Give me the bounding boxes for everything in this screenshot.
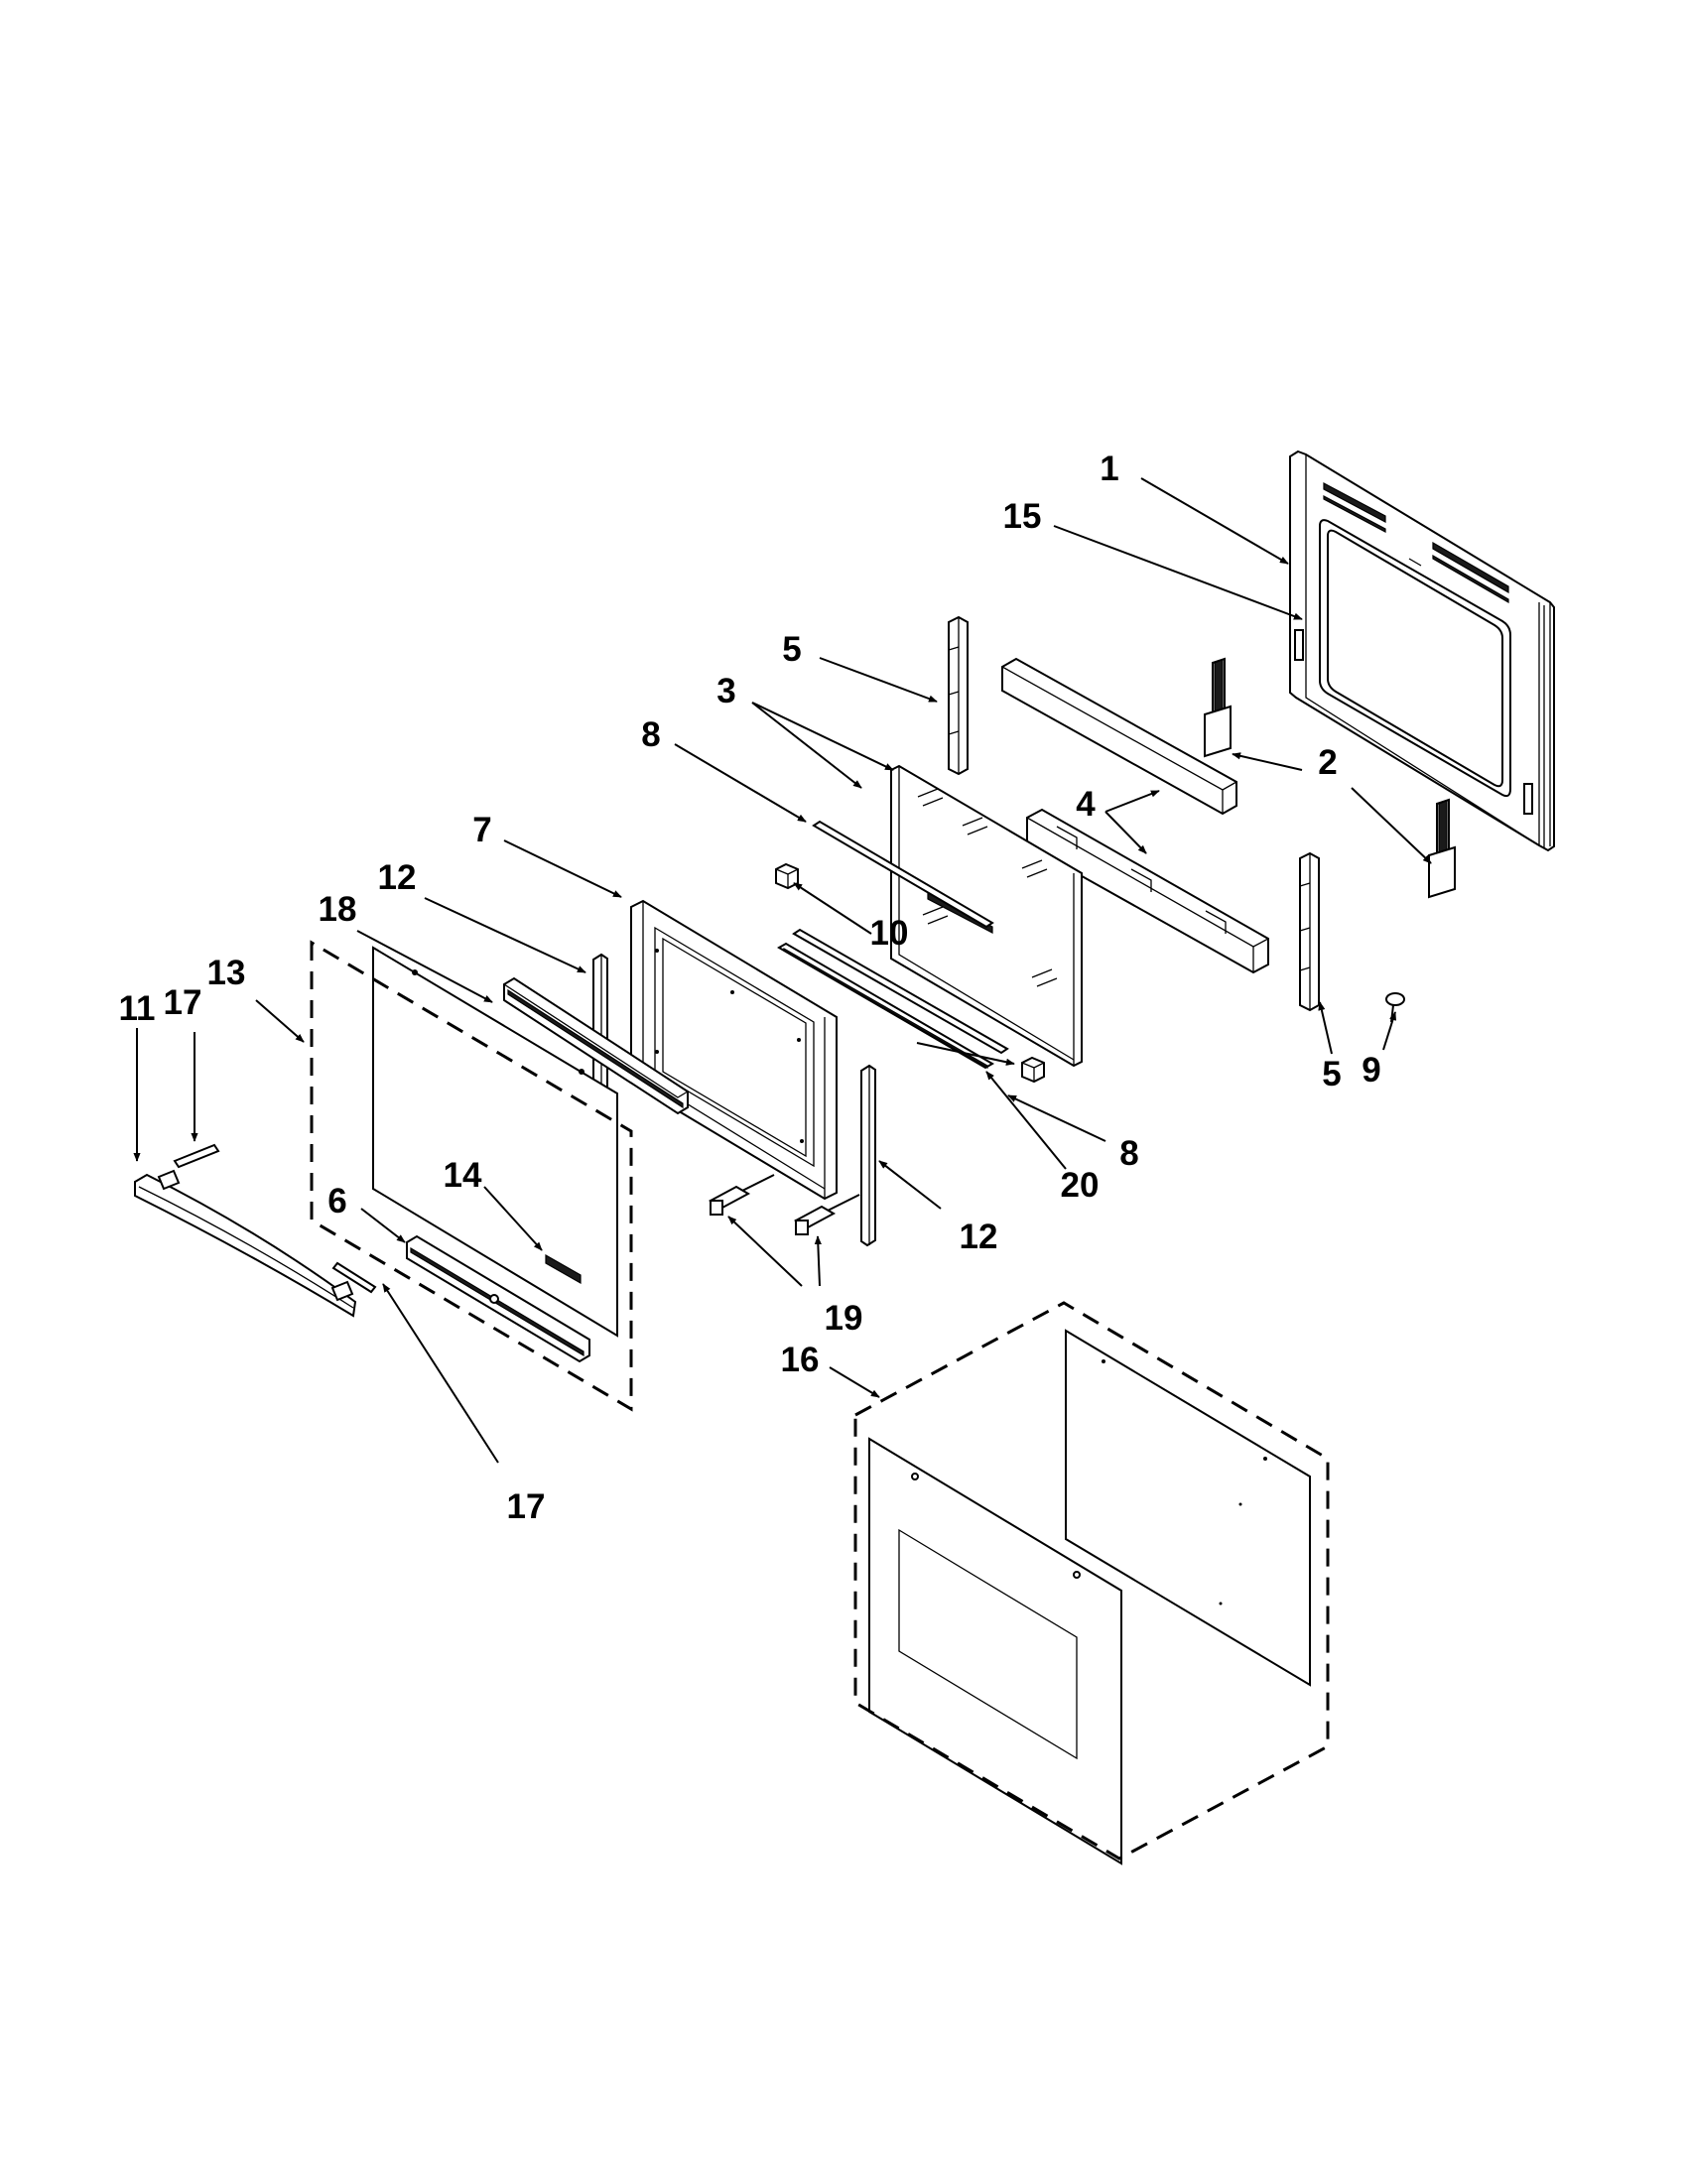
callout-17-bottom: 17	[507, 1487, 546, 1526]
part-6-bottom-trim	[406, 1234, 590, 1363]
callout-7: 7	[472, 811, 491, 849]
callout-labels: 1 15 5 3 8 2 4 7 12 18 13 17 11 10 9 5 8…	[119, 450, 1381, 1526]
callout-11: 11	[119, 989, 156, 1028]
part-10-spacer-blocks	[775, 862, 1045, 1084]
callout-19: 19	[825, 1299, 863, 1338]
callout-17-top: 17	[164, 983, 202, 1022]
callout-12-top: 12	[378, 858, 417, 897]
callout-9: 9	[1362, 1051, 1380, 1090]
callout-8-top: 8	[641, 715, 660, 754]
part-2-hinges	[1204, 657, 1456, 899]
callout-12-bottom: 12	[960, 1218, 998, 1256]
part-18-top-trim	[503, 976, 689, 1115]
callout-13: 13	[207, 954, 246, 992]
callout-5-top: 5	[782, 630, 801, 669]
callout-18: 18	[319, 890, 357, 929]
callout-16: 16	[781, 1341, 820, 1379]
part-11-handle	[134, 1169, 357, 1318]
callout-6: 6	[327, 1182, 346, 1220]
callout-4: 4	[1076, 785, 1096, 824]
part-16-outer-door-glass	[868, 1329, 1311, 1865]
leader-lines	[133, 477, 1432, 1464]
part-7-door-frame	[630, 899, 838, 1201]
part-17-end-caps	[173, 1143, 377, 1294]
part-14-outer-glass	[372, 946, 618, 1338]
callout-8-bottom: 8	[1119, 1134, 1138, 1173]
callout-5-bottom: 5	[1322, 1055, 1341, 1093]
callout-3: 3	[716, 672, 735, 710]
callout-10: 10	[870, 914, 909, 953]
part-20-strip	[776, 942, 995, 1070]
assembly-13-outline	[310, 940, 633, 1412]
callout-14: 14	[444, 1156, 482, 1195]
part-19-screws	[708, 1174, 860, 1235]
callout-2: 2	[1318, 743, 1337, 782]
part-8-strips	[792, 820, 1009, 1055]
callout-15: 15	[1003, 497, 1042, 536]
part-5-side-brackets	[948, 615, 1320, 1012]
part-1-inner-door-panel	[1289, 450, 1555, 852]
callout-20: 20	[1061, 1166, 1100, 1205]
callout-1: 1	[1100, 450, 1118, 488]
part-9-screw	[1385, 992, 1405, 1023]
assembly-16-outline	[853, 1301, 1330, 1861]
